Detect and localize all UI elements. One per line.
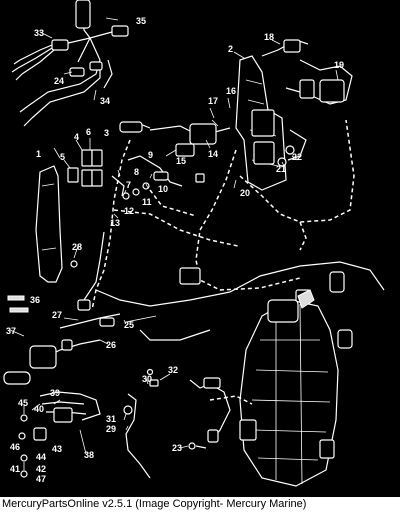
caption-bar: MercuryPartsOnline v2.5.1 (Image Copyrig… (0, 497, 400, 513)
callout-13: 13 (110, 218, 120, 228)
callout-32: 32 (168, 365, 178, 375)
callout-46: 46 (10, 442, 20, 452)
callout-23: 23 (172, 443, 182, 453)
callout-36: 36 (30, 295, 40, 305)
callout-24: 24 (54, 76, 64, 86)
callout-20: 20 (240, 188, 250, 198)
callout-3: 3 (104, 128, 109, 138)
connector-harness-top-left (11, 0, 129, 127)
engine-harness-branch (146, 368, 253, 443)
callout-18: 18 (264, 32, 274, 42)
main-wiring-harness (29, 119, 385, 369)
callout-22: 22 (292, 152, 302, 162)
callout-45: 45 (18, 398, 28, 408)
callout-30: 30 (142, 374, 152, 384)
callout-35: 35 (136, 16, 146, 26)
callout-34: 34 (100, 96, 110, 106)
callout-4: 4 (74, 132, 79, 142)
callout-14: 14 (208, 149, 218, 159)
callout-17: 17 (208, 96, 218, 106)
engine-block (239, 289, 339, 487)
callout-11: 11 (142, 197, 152, 207)
electrical-cover-panel (35, 165, 78, 283)
callout-12: 12 (124, 206, 134, 216)
callout-9: 9 (148, 150, 153, 160)
callout-1: 1 (36, 149, 41, 159)
callout-38: 38 (84, 450, 94, 460)
callout-39: 39 (50, 388, 60, 398)
callout-19: 19 (334, 60, 344, 70)
image-caption: MercuryPartsOnline v2.5.1 (Image Copyrig… (2, 498, 307, 510)
relay-fuse-cluster (67, 121, 231, 200)
bottom-left-components (3, 295, 101, 478)
callout-29: 29 (106, 424, 116, 434)
callout-5: 5 (60, 152, 65, 162)
callout-21: 21 (276, 164, 286, 174)
callout-33: 33 (34, 28, 44, 38)
callout-25: 25 (124, 320, 134, 330)
callout-labels: 1 2 3 4 5 6 7 8 9 10 11 12 13 14 15 16 1… (6, 16, 344, 484)
bottom-center-cable (123, 393, 207, 479)
callout-42: 42 (36, 464, 46, 474)
electrical-bracket-assembly (235, 39, 353, 191)
callout-43: 43 (52, 444, 62, 454)
callout-10: 10 (158, 184, 168, 194)
callout-31: 31 (106, 414, 116, 424)
callout-7: 7 (126, 180, 131, 190)
callout-15: 15 (176, 156, 186, 166)
callout-6: 6 (86, 127, 91, 137)
callout-16: 16 (226, 86, 236, 96)
callout-28: 28 (72, 242, 82, 252)
callout-2: 2 (228, 44, 233, 54)
wiring-harness-diagram: 1 2 3 4 5 6 7 8 9 10 11 12 13 14 15 16 1… (3, 0, 385, 487)
callout-27: 27 (52, 310, 62, 320)
callout-47: 47 (36, 474, 46, 484)
callout-40: 40 (34, 404, 44, 414)
callout-8: 8 (134, 167, 139, 177)
callout-44: 44 (36, 452, 46, 462)
callout-37: 37 (6, 326, 16, 336)
callout-26: 26 (106, 340, 116, 350)
leader-lines (9, 17, 339, 455)
callout-41: 41 (10, 464, 20, 474)
